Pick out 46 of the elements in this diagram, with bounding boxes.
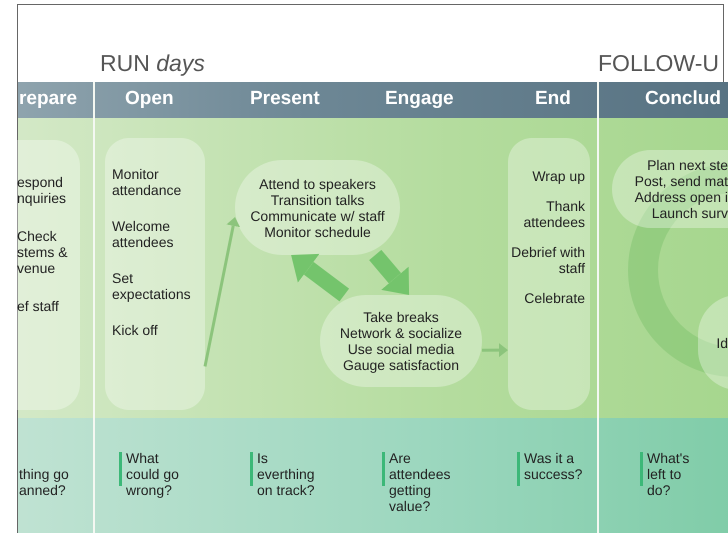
task-text: Transition talks: [270, 192, 364, 208]
task-text: Celebrate: [524, 290, 585, 306]
phase-heading: FOLLOW-U: [598, 50, 719, 77]
task-text: Attend to speakers: [259, 176, 376, 192]
question-text: Is everthing on track?: [257, 450, 316, 498]
column-heading: Engage: [385, 88, 454, 110]
task-panel: [105, 138, 205, 410]
task-text: Kick off: [112, 322, 158, 338]
task-text: Post, send mat: [634, 173, 728, 189]
task-panel: [508, 138, 590, 410]
question-text: What could go wrong?: [126, 450, 180, 498]
task-text: Welcome attendees: [112, 218, 174, 250]
phase-heading: RUN days: [100, 50, 205, 77]
activity-bubble: [235, 160, 400, 255]
question-text: Was it a success?: [524, 450, 584, 482]
question-text: What's left to do?: [647, 450, 690, 498]
arrow: [482, 343, 508, 358]
question-text: thing go anned?: [19, 466, 70, 498]
task-text: Thank attendees: [522, 198, 585, 230]
column-heading: End: [535, 88, 571, 110]
task-text: ef staff: [17, 298, 59, 314]
task-text: Wrap up: [532, 168, 585, 184]
task-text: Check stems & venue: [17, 228, 69, 276]
task-text: Debrief with staff: [510, 244, 585, 276]
task-text: espond nquiries: [17, 174, 68, 206]
arrow: [291, 254, 350, 302]
task-text: Use social media: [348, 341, 454, 357]
task-text: Launch surv: [652, 205, 728, 221]
task-text: Network & socialize: [340, 325, 462, 341]
task-text: Gauge satisfaction: [343, 357, 459, 373]
task-text: Plan next ste: [647, 157, 728, 173]
task-text: Monitor attendance: [112, 166, 182, 198]
arrow: [204, 217, 240, 367]
question-text: Are attendees getting value?: [389, 450, 452, 514]
column-heading: Conclud: [645, 88, 721, 110]
activity-bubble: [612, 150, 728, 228]
task-text: Communicate w/ staff: [250, 208, 385, 224]
task-text: Address open i: [634, 189, 728, 205]
task-text: Id: [716, 334, 728, 350]
column-heading: Present: [250, 88, 320, 110]
column-heading: repare: [19, 88, 78, 110]
arrow: [369, 250, 410, 295]
task-text: Monitor schedule: [264, 224, 371, 240]
task-text: Take breaks: [363, 309, 439, 325]
task-text: Set expectations: [112, 270, 192, 302]
column-heading: Open: [125, 88, 174, 110]
